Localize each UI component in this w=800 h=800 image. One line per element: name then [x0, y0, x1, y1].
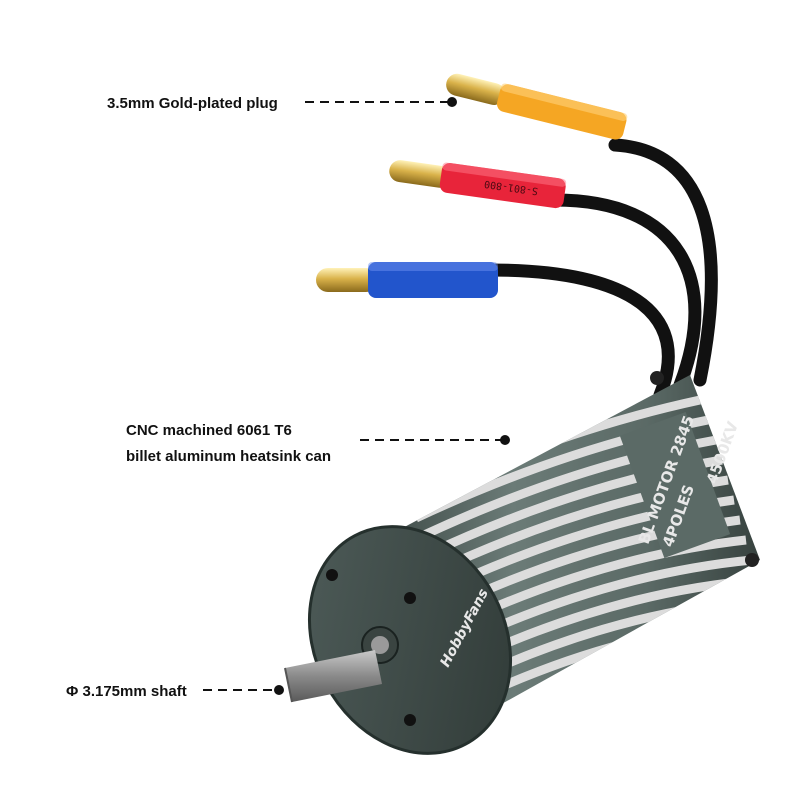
mounting-hole-icon — [404, 592, 416, 604]
motor-shaft — [284, 650, 382, 703]
callout-dot-shaft — [274, 685, 284, 695]
callout-shaft-label: Φ 3.175mm shaft — [66, 683, 187, 700]
mounting-hole-icon — [326, 569, 338, 581]
motor-front-face: HobbyFans — [307, 525, 513, 755]
motor-wires — [483, 138, 718, 402]
bullet-plug-red: S-801-800 — [389, 160, 567, 209]
screw-icon — [650, 371, 664, 385]
callout-leaders — [203, 101, 505, 691]
bullet-plug-blue — [316, 262, 498, 298]
bullet-plug-yellow — [446, 73, 628, 140]
callout-dot-heatsink — [500, 435, 510, 445]
callout-plug-label: 3.5mm Gold-plated plug — [107, 95, 278, 112]
callout-heatsink-label-line1: CNC machined 6061 T6 — [126, 422, 292, 439]
callout-dot-plug — [447, 97, 457, 107]
callout-heatsink-label-line2: billet aluminum heatsink can — [126, 448, 332, 465]
mounting-hole-icon — [404, 714, 416, 726]
screw-icon — [745, 553, 759, 567]
